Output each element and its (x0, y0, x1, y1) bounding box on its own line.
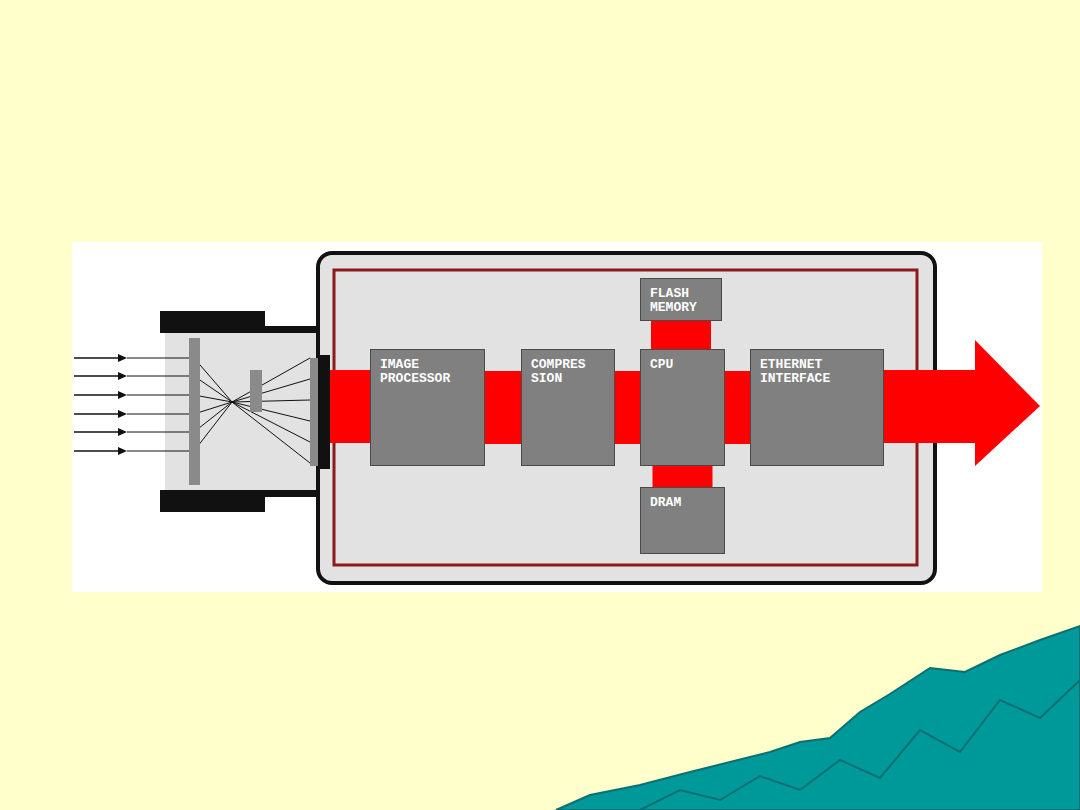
mountain-decoration (556, 626, 1080, 810)
lens-tube (165, 333, 320, 490)
ray-line (127, 432, 194, 433)
component-label: CPU (641, 350, 724, 376)
ray-arrowhead (118, 391, 127, 399)
lens-hood-top (160, 311, 265, 333)
ray-arrowhead (118, 372, 127, 380)
component-box: FLASH MEMORY (640, 278, 722, 321)
signal-band (653, 466, 713, 487)
camera-housing (318, 253, 935, 583)
ray-line (127, 358, 194, 359)
ray-line (127, 451, 194, 452)
signal-band (615, 371, 640, 444)
ray-line (74, 450, 118, 451)
component-box: DRAM (640, 487, 725, 554)
output-signal-band (882, 370, 977, 443)
component-box: COMPRES SION (521, 349, 615, 466)
component-label: DRAM (641, 488, 724, 514)
image-sensor (318, 355, 330, 469)
ray-arrowhead (118, 447, 127, 455)
component-box: CPU (640, 349, 725, 466)
component-box: ETHERNET INTERFACE (750, 349, 884, 466)
component-label: FLASH MEMORY (641, 279, 721, 319)
ray-line (127, 395, 194, 396)
filter-plate (310, 358, 318, 466)
circuit-board-outline (334, 270, 917, 565)
ray-line (74, 394, 118, 395)
mountain-ridge (640, 680, 1080, 810)
aperture-element (250, 370, 262, 412)
ray-arrowhead (118, 410, 127, 418)
ray-arrowhead (118, 428, 127, 436)
output-arrowhead (975, 340, 1040, 466)
diagram-panel (72, 242, 1042, 592)
ray-line (127, 376, 194, 377)
lens-hood-bottom (160, 490, 265, 512)
signal-band (725, 371, 750, 444)
component-label: ETHERNET INTERFACE (751, 350, 883, 390)
ray-line (74, 357, 118, 358)
signal-band (651, 321, 711, 349)
component-label: COMPRES SION (522, 350, 614, 390)
front-lens (189, 338, 200, 485)
ray-line (127, 414, 194, 415)
lens-mount-bottom (265, 490, 320, 497)
ray-line (74, 375, 118, 376)
signal-band (485, 371, 521, 444)
component-box: IMAGE PROCESSOR (370, 349, 485, 466)
lens-mount-top (265, 326, 320, 333)
component-label: IMAGE PROCESSOR (371, 350, 484, 390)
ray-line (74, 413, 118, 414)
ray-arrowhead (118, 354, 127, 362)
sensor-signal-band (328, 370, 372, 443)
ray-line (74, 431, 118, 432)
